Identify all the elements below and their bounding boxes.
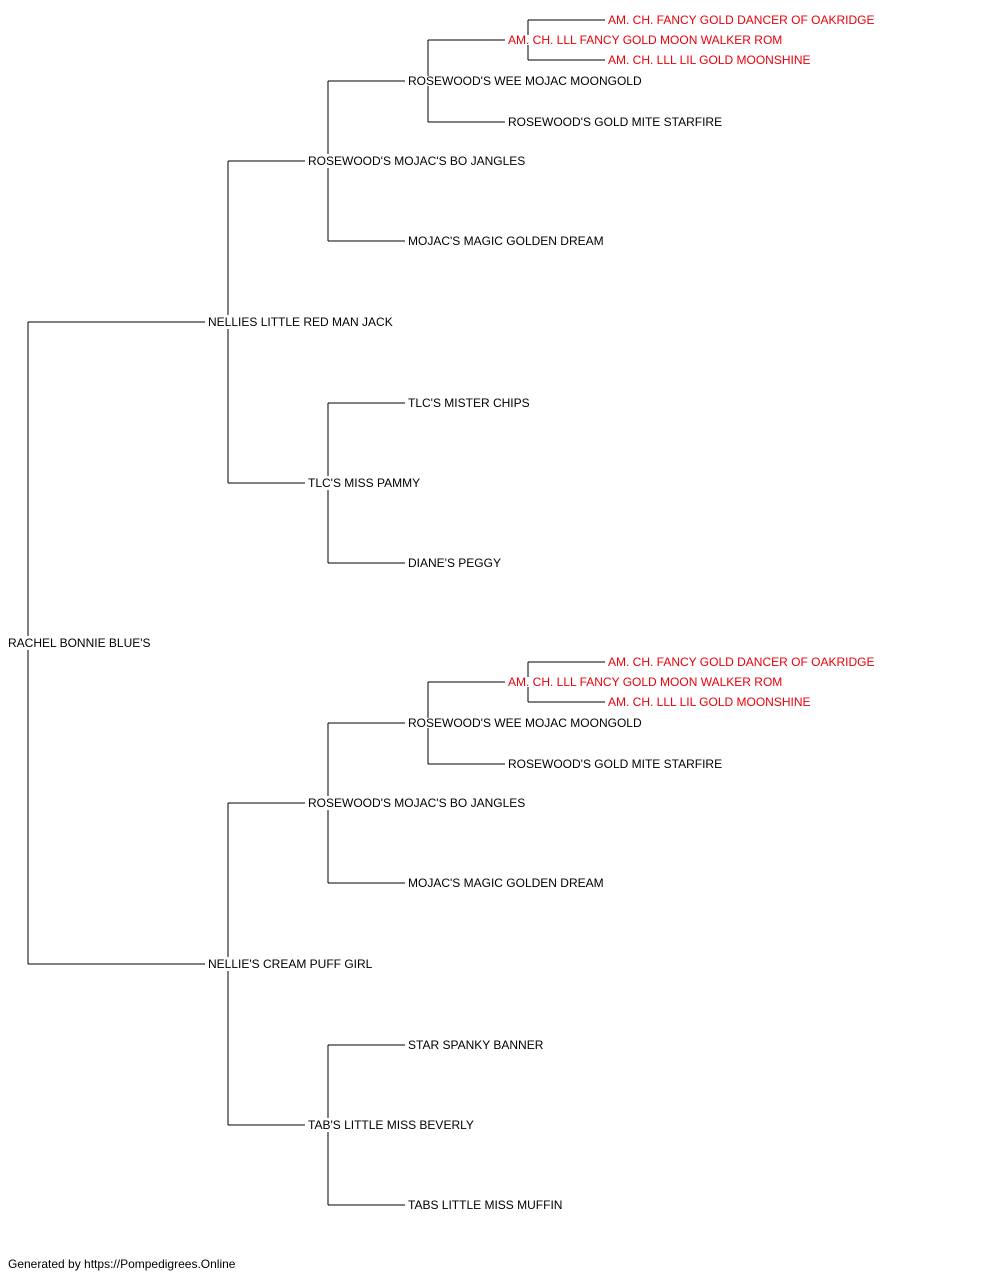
ancestor-name: AM. CH. FANCY GOLD DANCER OF OAKRIDGE (608, 655, 875, 669)
subject-dog-name: RACHEL BONNIE BLUE'S (8, 636, 151, 650)
ancestor-name: AM. CH. LLL FANCY GOLD MOON WALKER ROM (508, 675, 783, 689)
ancestor-name: AM. CH. FANCY GOLD DANCER OF OAKRIDGE (608, 13, 875, 27)
ancestor-name: AM. CH. LLL LIL GOLD MOONSHINE (608, 695, 811, 709)
ancestor-name: AM. CH. LLL FANCY GOLD MOON WALKER ROM (508, 33, 783, 47)
ancestor-name: NELLIE'S CREAM PUFF GIRL (208, 957, 373, 971)
ancestor-name: TABS LITTLE MISS MUFFIN (408, 1198, 563, 1212)
ancestor-name: ROSEWOOD'S GOLD MITE STARFIRE (508, 757, 723, 771)
ancestor-name: MOJAC'S MAGIC GOLDEN DREAM (408, 876, 604, 890)
ancestor-name: TLC'S MISTER CHIPS (408, 396, 530, 410)
ancestor-name: NELLIES LITTLE RED MAN JACK (208, 315, 393, 329)
ancestor-name: DIANE'S PEGGY (408, 556, 501, 570)
ancestor-name: AM. CH. LLL LIL GOLD MOONSHINE (608, 53, 811, 67)
ancestor-name: ROSEWOOD'S MOJAC'S BO JANGLES (308, 796, 526, 810)
ancestor-name: STAR SPANKY BANNER (408, 1038, 544, 1052)
ancestor-name: ROSEWOOD'S GOLD MITE STARFIRE (508, 115, 723, 129)
ancestor-name: ROSEWOOD'S MOJAC'S BO JANGLES (308, 154, 526, 168)
ancestor-name: ROSEWOOD'S WEE MOJAC MOONGOLD (408, 74, 642, 88)
ancestor-name: ROSEWOOD'S WEE MOJAC MOONGOLD (408, 716, 642, 730)
ancestor-name: TAB'S LITTLE MISS BEVERLY (308, 1118, 474, 1132)
generated-by-footer: Generated by https://Pompedigrees.Online (8, 1257, 236, 1271)
ancestor-name: TLC'S MISS PAMMY (308, 476, 421, 490)
ancestor-name: MOJAC'S MAGIC GOLDEN DREAM (408, 234, 604, 248)
